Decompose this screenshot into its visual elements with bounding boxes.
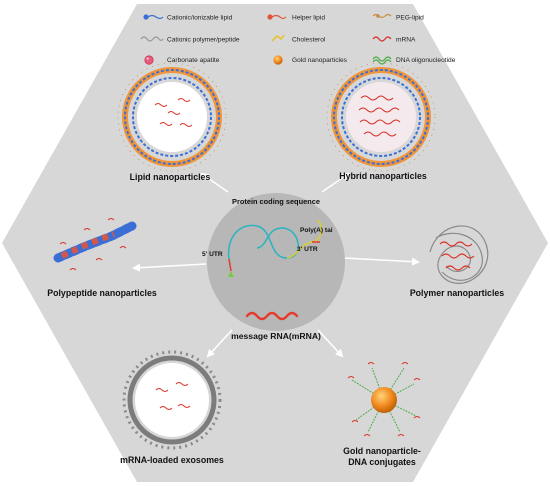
legend-label: Cationic polymer/peptide: [167, 37, 240, 44]
arrow-to-gold: [317, 329, 344, 358]
exosome-figure: [122, 350, 222, 450]
legend-carbonate-apatite: Carbonate apatite: [144, 55, 220, 65]
legend-label: DNA oligonucleotide: [396, 57, 456, 64]
center-mrna-panel: Protein coding sequence 5' UTR Poly(A) t…: [202, 193, 345, 341]
cationic-lipid-icon: [143, 14, 164, 20]
protein-coding-label: Protein coding sequence: [232, 197, 320, 206]
gold-nanoparticle-icon: [273, 55, 283, 65]
mrna-cap: [228, 271, 234, 277]
legend-helper-lipid: Helper lipid: [267, 14, 325, 22]
legend-cationic-polymer: Cationic polymer/peptide: [140, 36, 240, 44]
helper-lipid-icon: [267, 14, 287, 20]
legend-dna-oligo: DNA oligonucleotide: [372, 56, 456, 65]
carbonate-apatite-icon: [144, 55, 154, 65]
gold-conjugate-figure: [347, 362, 421, 437]
legend-label: PEG-lipid: [396, 15, 424, 22]
dna-oligo-icon: [372, 56, 392, 65]
legend-label: Gold nanoparticles: [292, 57, 348, 64]
legend-cholesterol: Cholesterol: [271, 34, 326, 44]
legend-label: Helper lipid: [292, 15, 325, 22]
polya-label: Poly(A) tai: [300, 227, 333, 234]
legend-cationic-lipid: Cationic/ionizable lipid: [143, 14, 233, 22]
hybrid-nanoparticles-label: Hybrid nanoparticles: [339, 171, 427, 181]
cholesterol-icon: [271, 34, 285, 42]
mrna-wave: [245, 311, 299, 321]
mrna-caption: message RNA(mRNA): [231, 331, 321, 341]
arrow-to-lipid: [200, 172, 229, 193]
arrow-to-hybrid: [321, 172, 350, 193]
polypeptide-nanoparticle-figure: [53, 218, 137, 271]
cationic-polymer-icon: [140, 36, 164, 42]
legend-mrna: mRNA: [372, 36, 416, 44]
lipid-nanoparticle-figure: [117, 62, 227, 172]
polymer-nanoparticles-label: Polymer nanoparticles: [410, 288, 504, 298]
utr5-segment: [228, 258, 232, 272]
legend-label: Carbonate apatite: [167, 57, 220, 64]
utr3-label: 3' UTR: [297, 246, 318, 253]
utr5-label: 5' UTR: [202, 251, 223, 258]
lipid-nanoparticles-label: Lipid nanoparticles: [130, 172, 211, 182]
polymer-nanoparticle-figure: [429, 225, 489, 284]
arrow-to-exosome: [206, 329, 233, 358]
mrna-icon: [372, 36, 392, 42]
exosome-label: mRNA-loaded exosomes: [120, 455, 224, 465]
legend: Cationic/ionizable lipid Helper lipid PE…: [140, 13, 456, 65]
gold-nanoparticle-icon: [371, 387, 397, 413]
legend-label: Cholesterol: [292, 37, 326, 44]
legend-gold-nanoparticles: Gold nanoparticles: [273, 55, 348, 65]
peg-lipid-icon: [372, 13, 392, 19]
polypeptide-nanoparticles-label: Polypeptide nanoparticles: [47, 288, 157, 298]
hybrid-nanoparticle-figure: [326, 62, 436, 172]
arrow-to-polymer: [343, 257, 420, 266]
gold-conjugate-label-line1: Gold nanoparticle-: [343, 446, 421, 456]
legend-peg-lipid: PEG-lipid: [372, 13, 424, 22]
legend-label: Cationic/ionizable lipid: [167, 15, 233, 22]
arrow-to-polypeptide: [132, 263, 207, 272]
legend-label: mRNA: [396, 37, 416, 44]
center-circle: [207, 193, 345, 331]
gold-conjugate-label-line2: DNA conjugates: [348, 457, 416, 467]
